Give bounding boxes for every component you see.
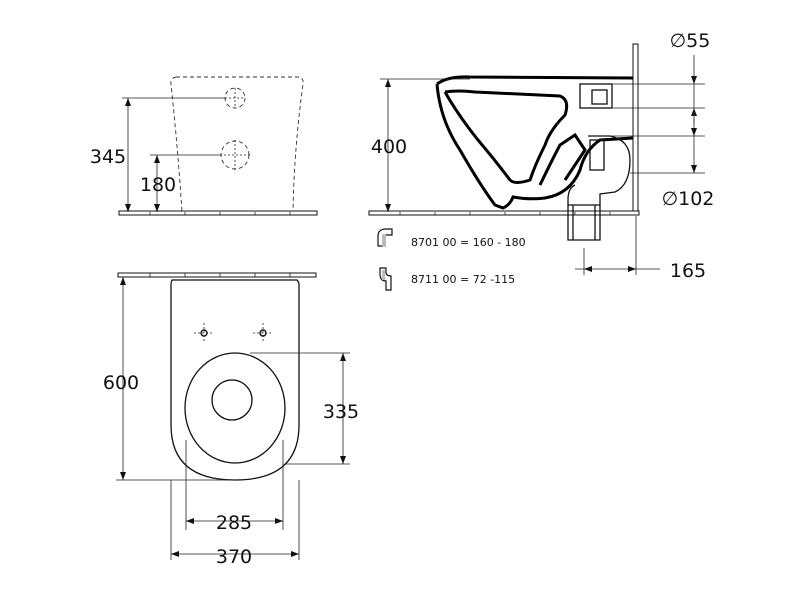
- dim-600-label: 600: [103, 372, 139, 394]
- dim-180-label: 180: [140, 174, 176, 196]
- dim-102-label: ∅102: [662, 188, 715, 210]
- outlet-pipe: [567, 135, 631, 241]
- rear-view: 345 180: [90, 76, 318, 216]
- seat-opening: [211, 379, 253, 421]
- side-wall: [632, 43, 639, 216]
- dim-335-label: 335: [323, 401, 359, 423]
- upper-connector: [579, 83, 613, 109]
- rear-view-outline: [170, 76, 304, 213]
- fixing-point-left: [194, 323, 214, 343]
- toilet-seat: [184, 352, 286, 464]
- note-8711: 8711 00 = 72 -115: [411, 273, 515, 286]
- fixing-point-right: [253, 323, 273, 343]
- top-view: 600 335 285 370: [103, 272, 359, 568]
- toilet-bowl-outline: [435, 75, 634, 210]
- trap-notes: 8701 00 = 160 - 180 8711 00 = 72 -115: [377, 228, 526, 291]
- s-trap-icon: [379, 267, 392, 291]
- dim-285-label: 285: [216, 512, 252, 534]
- side-floor: [368, 210, 640, 216]
- dim-400-label: 400: [371, 136, 407, 158]
- toilet-bowl-inner: [443, 89, 569, 184]
- top-wall: [117, 272, 317, 278]
- dim-345-label: 345: [90, 146, 126, 168]
- top-bowl-outline: [170, 279, 300, 481]
- note-8701: 8701 00 = 160 - 180: [411, 236, 526, 249]
- dim-55-label: ∅55: [670, 30, 711, 52]
- dim-165-label: 165: [670, 260, 706, 282]
- rear-floor: [118, 210, 318, 216]
- side-view: ∅55 ∅102 400 165: [368, 30, 715, 282]
- dim-370-label: 370: [216, 546, 252, 568]
